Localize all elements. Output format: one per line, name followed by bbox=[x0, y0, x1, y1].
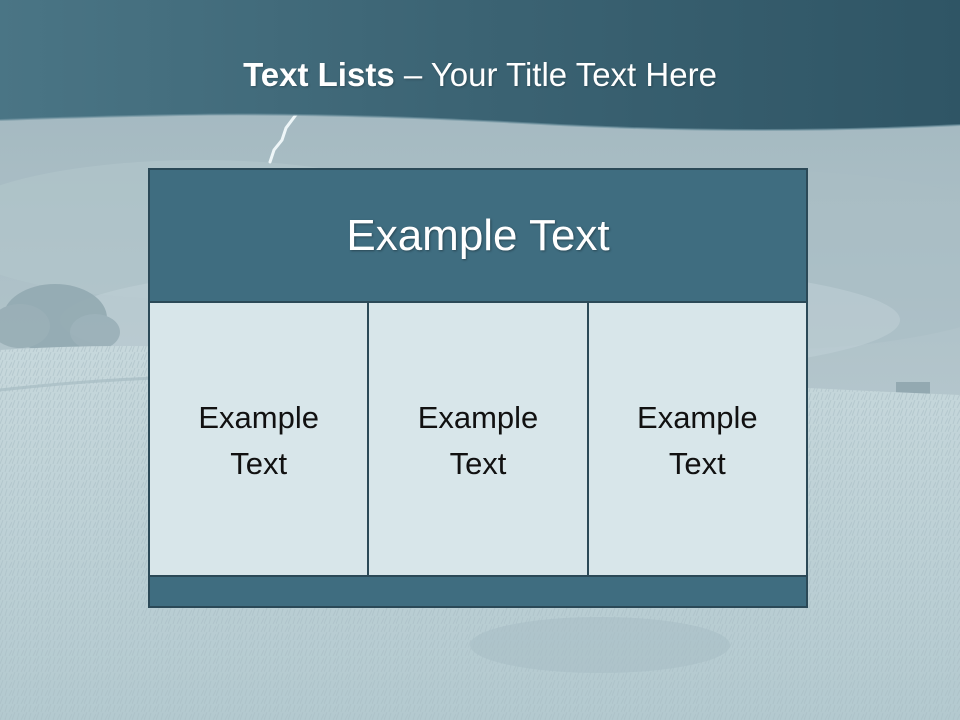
lightning-bolt bbox=[268, 110, 300, 164]
tree-silhouette bbox=[0, 284, 120, 352]
title-bold: Text Lists bbox=[243, 56, 395, 93]
box-footer-bar bbox=[150, 575, 806, 606]
column-2[interactable]: Example Text bbox=[369, 303, 589, 578]
columns: Example Text Example Text Example Text bbox=[150, 303, 806, 578]
slide-title: Text Lists – Your Title Text Here bbox=[0, 54, 960, 96]
title-band bbox=[0, 0, 960, 130]
text-list-box: Example Text Example Text Example Text E… bbox=[148, 168, 808, 608]
box-header[interactable]: Example Text bbox=[150, 170, 806, 303]
column-1[interactable]: Example Text bbox=[150, 303, 370, 578]
title-rest: – Your Title Text Here bbox=[394, 56, 717, 93]
column-3[interactable]: Example Text bbox=[588, 303, 806, 578]
